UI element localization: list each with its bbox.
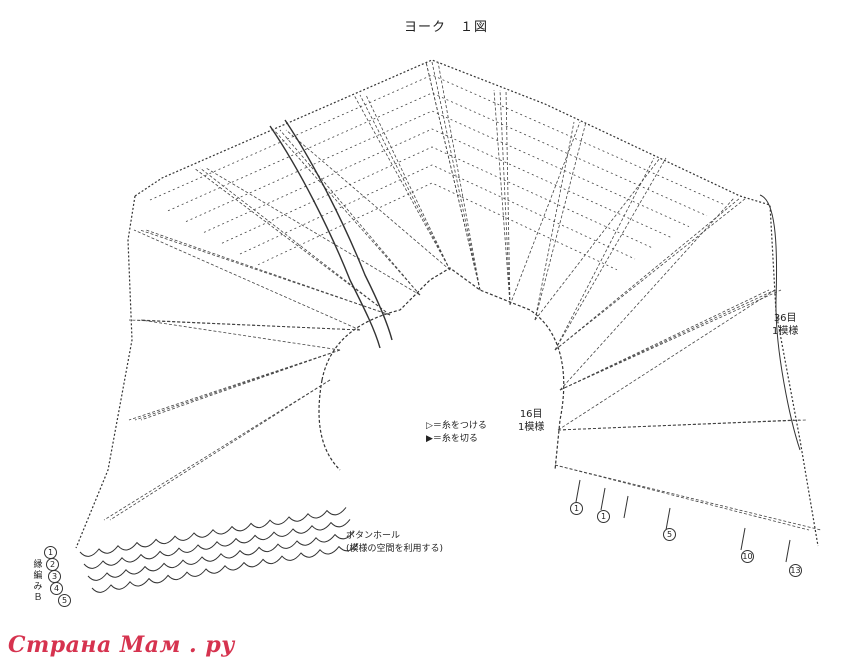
stitch-column bbox=[359, 94, 451, 271]
stitch-column bbox=[431, 61, 481, 291]
chevron-row bbox=[239, 164, 636, 260]
crochet-stitch-columns bbox=[103, 61, 822, 531]
stitch-column bbox=[145, 229, 391, 316]
row-number-badge: 5 bbox=[663, 528, 676, 541]
stitch-column bbox=[575, 479, 581, 503]
stitch-column bbox=[505, 89, 511, 306]
repeat-bracket bbox=[759, 194, 801, 451]
stitch-column bbox=[534, 157, 661, 321]
stitch-column bbox=[365, 94, 451, 271]
stitch-column bbox=[193, 167, 391, 316]
legend-cut-text: ＝糸を切る bbox=[432, 434, 478, 444]
yoke-outline bbox=[75, 59, 819, 549]
stitch-column bbox=[534, 121, 575, 321]
repeat-label-16: 16目 1模様 bbox=[518, 408, 544, 434]
legend: ▷＝糸をつける ▶＝糸を切る bbox=[426, 420, 487, 446]
stitch-column bbox=[493, 89, 511, 306]
stitch-column bbox=[740, 527, 746, 551]
cut-yarn-icon: ▶ bbox=[426, 434, 433, 444]
row-number-badge: 10 bbox=[741, 550, 754, 563]
stitch-column bbox=[285, 129, 451, 271]
attach-yarn-icon: ▷ bbox=[426, 421, 433, 431]
repeat-label-36: 36目 1模様 bbox=[772, 312, 798, 338]
repeat-36-count: 36目 bbox=[773, 313, 797, 324]
row-number-badge: 4 bbox=[50, 582, 63, 595]
legend-attach-text: ＝糸をつける bbox=[432, 421, 487, 431]
row-number-badge: 1 bbox=[44, 546, 57, 559]
edging-row bbox=[83, 519, 351, 569]
stitch-column bbox=[554, 197, 747, 351]
repeat-36-pattern: 1模様 bbox=[772, 326, 799, 337]
buttonhole-note: (模様の空間を利用する) bbox=[346, 544, 444, 554]
stitch-column bbox=[554, 464, 810, 531]
chevron-row bbox=[185, 110, 690, 227]
row-number-badge: 2 bbox=[46, 558, 59, 571]
buttonhole-title: ボタンホール bbox=[346, 531, 401, 541]
stitch-column bbox=[205, 167, 421, 296]
stitch-column bbox=[273, 129, 421, 296]
stitch-column bbox=[199, 167, 391, 316]
stitch-column bbox=[499, 89, 511, 306]
row-number-badge: 5 bbox=[58, 594, 71, 607]
edging-row bbox=[91, 543, 359, 593]
stitch-column bbox=[133, 229, 361, 331]
stitch-column bbox=[554, 197, 741, 351]
stitch-column bbox=[559, 289, 782, 391]
stitch-column bbox=[139, 229, 391, 316]
stitch-column bbox=[554, 157, 667, 351]
stitch-column bbox=[109, 379, 331, 521]
edging-row bbox=[87, 531, 355, 581]
chevron-row bbox=[167, 92, 708, 217]
stitch-column bbox=[437, 61, 481, 291]
stitch-column bbox=[140, 319, 341, 351]
stitch-column bbox=[559, 289, 776, 391]
stitch-column bbox=[559, 197, 735, 391]
row-number-badge: 3 bbox=[48, 570, 61, 583]
row-direction-arrows bbox=[575, 479, 791, 563]
row-number-badge: 1 bbox=[570, 502, 583, 515]
chevron-row bbox=[203, 128, 672, 238]
stitch-column bbox=[534, 121, 587, 321]
stitch-column bbox=[103, 379, 331, 521]
row-number-badge: 1 bbox=[597, 510, 610, 523]
stitch-column bbox=[134, 349, 341, 421]
stitch-column bbox=[665, 507, 671, 531]
stitch-column bbox=[353, 94, 451, 271]
stitch-column bbox=[509, 121, 581, 306]
stitch-column bbox=[554, 464, 822, 531]
stitch-column bbox=[600, 487, 606, 511]
legend-cut-yarn: ▶＝糸を切る bbox=[426, 433, 487, 446]
watermark-logo: Страна Мам . ру bbox=[8, 632, 235, 658]
neck-opening bbox=[318, 267, 565, 471]
stitch-column bbox=[785, 539, 791, 563]
stitch-column bbox=[279, 129, 421, 296]
stitch-column bbox=[140, 319, 361, 331]
stitch-column bbox=[557, 419, 801, 431]
chevron-row bbox=[221, 146, 654, 249]
edging-label: 縁編みＢ bbox=[33, 560, 43, 603]
stitch-column bbox=[559, 289, 770, 391]
stitch-column bbox=[425, 61, 481, 291]
stitch-column bbox=[554, 157, 655, 351]
legend-attach-yarn: ▷＝糸をつける bbox=[426, 420, 487, 433]
stitch-column bbox=[128, 349, 341, 421]
stitch-column bbox=[623, 495, 629, 519]
edging-scallops bbox=[79, 507, 359, 593]
repeat-16-count: 16目 bbox=[519, 409, 543, 420]
diagram-title: ヨーク １図 bbox=[404, 20, 489, 35]
edging-row bbox=[79, 507, 347, 557]
row-number-badge: 13 bbox=[789, 564, 802, 577]
center-back-split bbox=[269, 119, 393, 349]
buttonhole-label: ボタンホール (模様の空間を利用する) bbox=[346, 530, 443, 556]
repeat-16-pattern: 1模様 bbox=[518, 422, 545, 433]
stitch-column bbox=[557, 289, 776, 431]
